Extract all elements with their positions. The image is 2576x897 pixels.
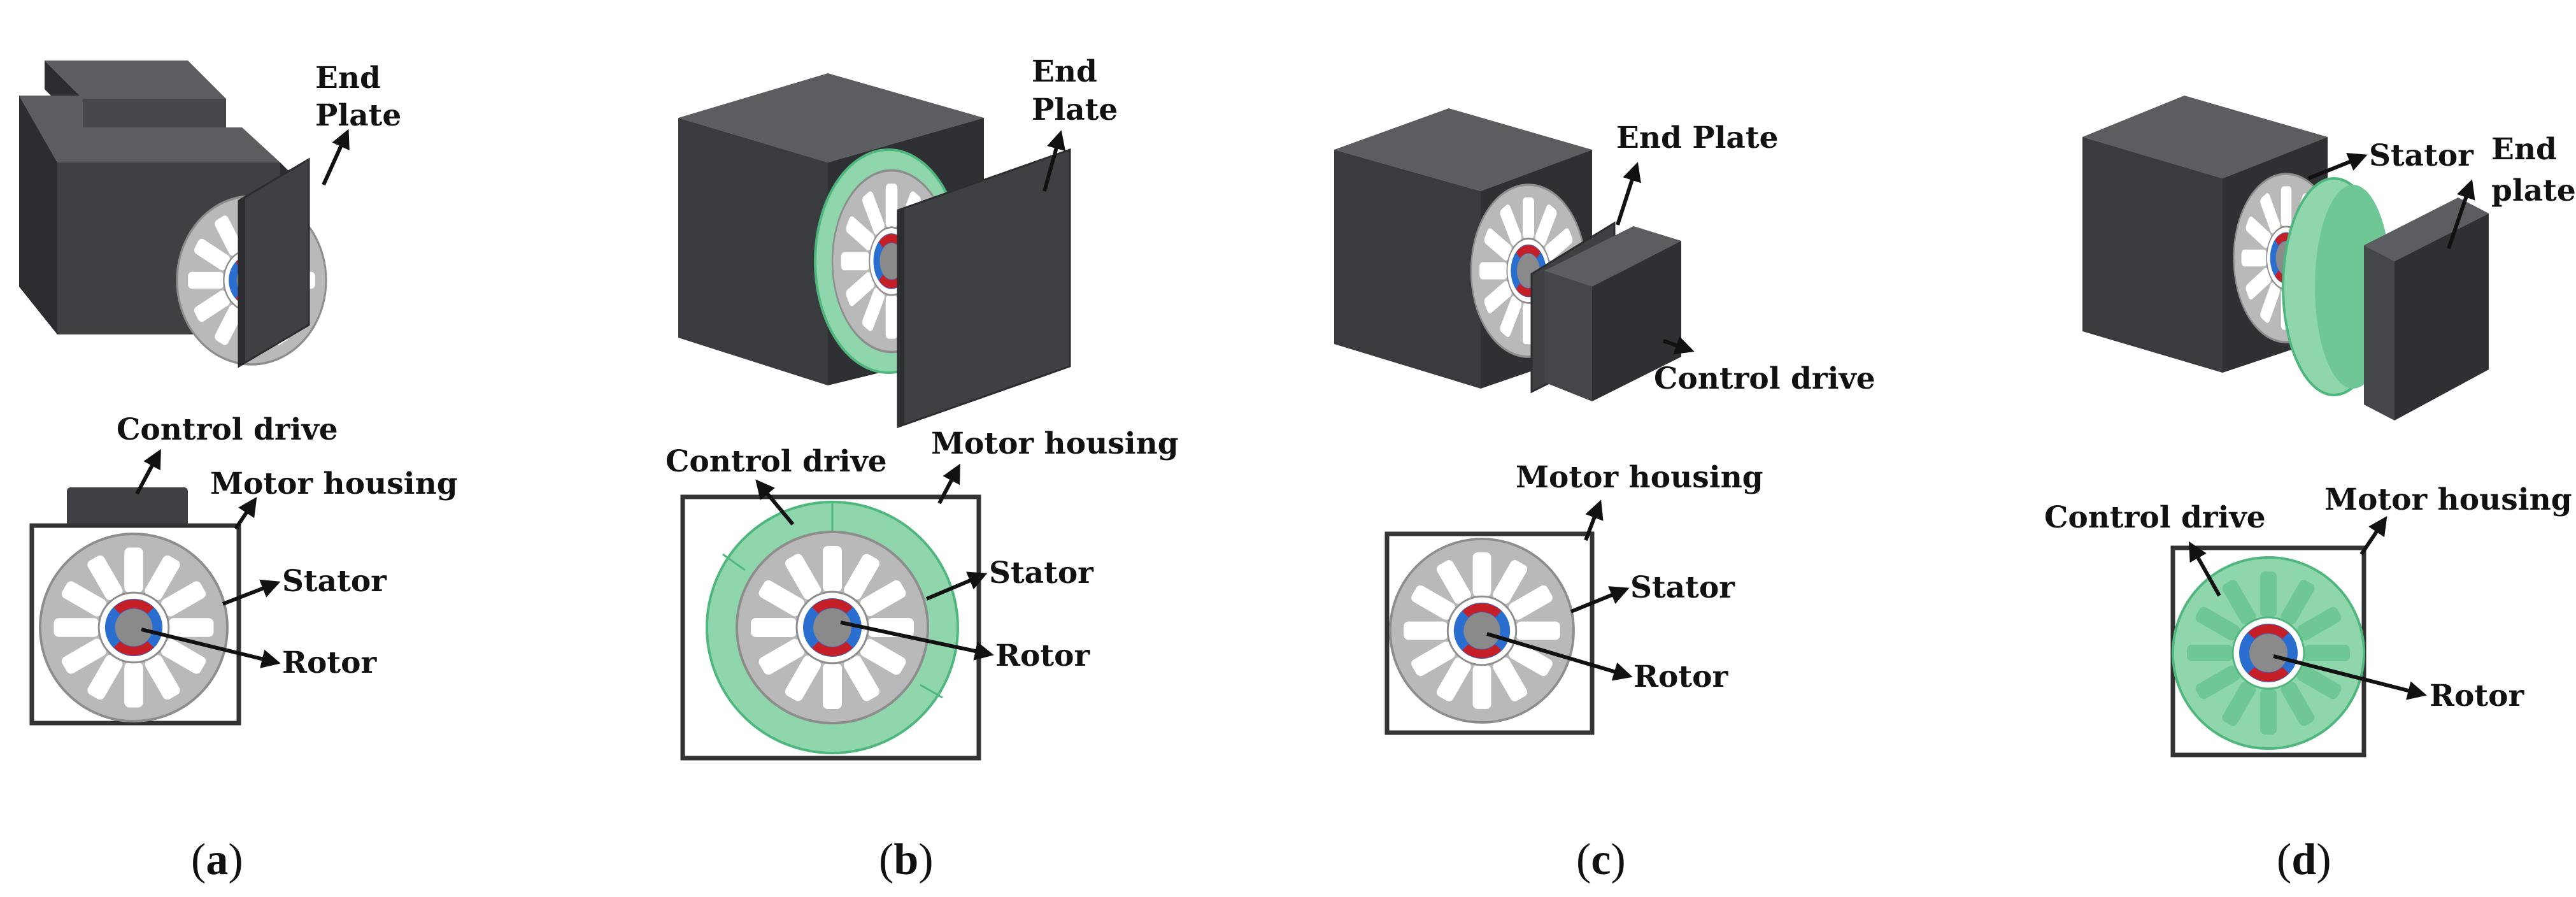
rotor-arrow — [2273, 654, 2427, 700]
motor-housing-label: Motor housing — [2324, 482, 2572, 517]
rotor-label: Rotor — [282, 645, 377, 680]
stator-arrow — [222, 579, 281, 606]
motor-housing-label: Motor housing — [1516, 460, 1763, 495]
panel-d-caption: (d) — [2277, 835, 2331, 884]
control-drive-label: Control drive — [665, 444, 887, 479]
control-drive-block — [67, 487, 188, 533]
end-plate-box-front — [2395, 213, 2489, 420]
stator-arrow — [1570, 586, 1630, 614]
stator-label: Stator — [1630, 570, 1735, 605]
housing-top — [19, 96, 280, 162]
end-plate-arrow — [2447, 179, 2475, 249]
motor-housing-arrow — [234, 497, 257, 530]
panel-c-3d-view — [1334, 108, 1681, 401]
motor-housing-label: Motor housing — [931, 426, 1179, 461]
stator-label: Stator — [282, 564, 387, 599]
end-plate-arrow — [1616, 162, 1641, 226]
end-plate-box-top — [2364, 197, 2489, 261]
control-drive-arrow — [2189, 541, 2221, 597]
end-plate-label-line2: Plate — [315, 98, 401, 133]
control-drive-label: Control drive — [117, 412, 338, 447]
stator-3d-arrow — [2307, 153, 2368, 180]
panel-d-3d-view — [2082, 96, 2489, 420]
rotor-arrow — [840, 621, 994, 661]
housing-top — [2082, 96, 2328, 178]
stator-label: Stator — [989, 556, 1094, 591]
housing-left-side — [2082, 137, 2223, 373]
panel-b-front-view — [680, 494, 981, 761]
end-plate-label-line1: End — [315, 61, 381, 96]
motor-housing-arrow — [2359, 516, 2387, 556]
housing-top — [678, 73, 984, 162]
end-plate-label-line2: plate — [2491, 173, 2576, 208]
rotor-arrow — [141, 628, 281, 668]
end-plate-label: End Plate — [1616, 120, 1778, 155]
panel-b: End Plate Control drive Motor housing St… — [665, 54, 1179, 884]
control-drive-arrow — [755, 479, 795, 526]
rotor-label: Rotor — [2430, 678, 2524, 714]
panel-a-front-view — [29, 487, 241, 726]
end-plate-label-line1: End — [2491, 132, 2557, 167]
motor-housing-label: Motor housing — [210, 466, 458, 501]
control-drive-box-side — [1544, 271, 1592, 401]
panel-b-caption: (b) — [879, 835, 934, 884]
motor-housing-arrow — [937, 463, 960, 505]
end-plate-arrow — [322, 129, 350, 186]
control-drive-arrow — [1663, 336, 1695, 355]
stator-front — [1389, 538, 1575, 724]
housing-left-side — [19, 96, 57, 334]
panel-d-front-view — [2170, 545, 2366, 757]
end-plate-box-side — [2364, 245, 2395, 420]
control-drive-arrow — [135, 448, 161, 495]
end-plate-label-line2: Plate — [1032, 92, 1118, 127]
stator-front — [39, 533, 229, 722]
end-plate-label-line1: End — [1032, 54, 1097, 89]
green-stator-front — [2172, 556, 2365, 750]
stator-front — [736, 531, 929, 724]
stator-3d-label: Stator — [2369, 138, 2474, 173]
panel-a-3d-view — [19, 61, 327, 368]
control-drive-label: Control drive — [2044, 500, 2266, 535]
rotor-arrow — [1486, 632, 1633, 681]
panel-a: End Plate Control drive Motor housing St… — [19, 61, 458, 884]
housing-left-side — [678, 118, 828, 385]
control-drive-box-top — [1544, 226, 1681, 287]
rotor-label: Rotor — [995, 638, 1090, 673]
rotor-label: Rotor — [1633, 659, 1728, 694]
panel-a-caption: (a) — [191, 835, 243, 884]
panel-c-caption: (c) — [1576, 835, 1626, 884]
panel-d: Stator End plate Control drive Motor hou… — [2044, 96, 2576, 884]
panel-b-3d-view — [678, 73, 1071, 429]
housing-top — [1334, 108, 1592, 191]
motor-housing-arrow — [1584, 499, 1604, 542]
control-drive-label: Control drive — [1654, 361, 1875, 396]
end-plate-arrow — [1042, 130, 1066, 192]
panel-c: End Plate Control drive Motor housing St… — [1334, 108, 1875, 884]
housing-left-side — [1334, 150, 1481, 389]
control-drive-box-top — [45, 61, 226, 99]
stator-arrow — [925, 571, 988, 601]
control-drive-box-front — [1592, 241, 1681, 401]
